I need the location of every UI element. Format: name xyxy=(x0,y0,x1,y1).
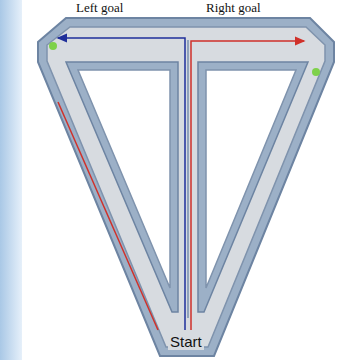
left-path xyxy=(58,38,185,330)
text-label: Right goal xyxy=(206,0,261,16)
text-label: Start xyxy=(168,333,204,350)
right-path xyxy=(191,41,304,330)
maze-floor xyxy=(47,27,325,347)
right-goal-dot xyxy=(312,68,320,76)
right-hole xyxy=(206,70,296,288)
left-goal-dot xyxy=(49,42,57,50)
left-arm-path xyxy=(58,102,158,330)
background-strip xyxy=(0,0,22,360)
stem-divider xyxy=(187,40,189,318)
text-label: Left goal xyxy=(76,0,123,16)
outer-wall xyxy=(38,18,334,356)
right-inner-wall xyxy=(198,62,308,312)
left-inner-wall xyxy=(66,62,178,312)
